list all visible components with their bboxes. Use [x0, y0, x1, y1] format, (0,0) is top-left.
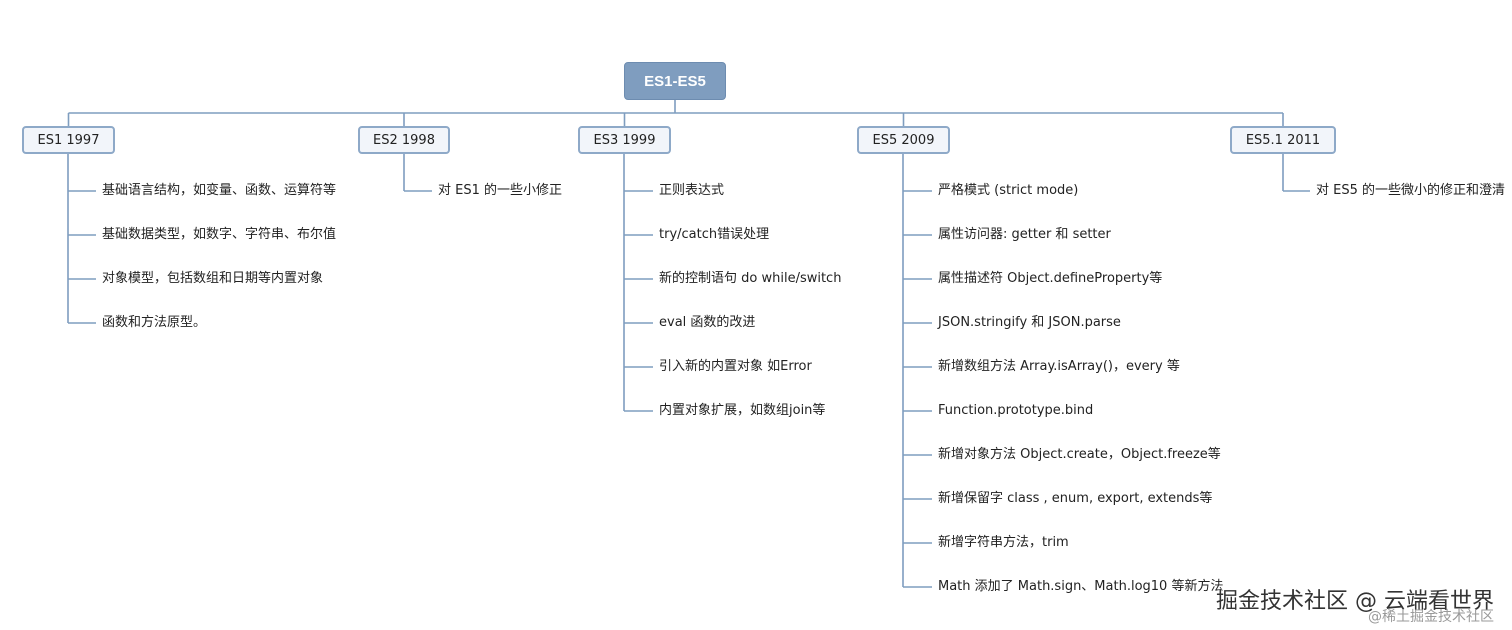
leaf-item-es3-5[interactable]: 引入新的内置对象 如Error	[659, 359, 812, 374]
leaf-item-es5-7[interactable]: 新增对象方法 Object.create，Object.freeze等	[938, 447, 1221, 462]
leaf-item-es5-4[interactable]: JSON.stringify 和 JSON.parse	[938, 315, 1121, 330]
leaf-item-es5-9[interactable]: 新增字符串方法，trim	[938, 535, 1069, 550]
leaf-item-es51-1[interactable]: 对 ES5 的一些微小的修正和澄清	[1316, 183, 1506, 198]
leaf-item-es5-2[interactable]: 属性访问器: getter 和 setter	[938, 227, 1111, 242]
leaf-item-es5-1[interactable]: 严格模式 (strict mode)	[938, 183, 1079, 198]
leaf-item-es1-2[interactable]: 基础数据类型，如数字、字符串、布尔值	[102, 227, 337, 242]
leaf-item-es5-8[interactable]: 新增保留字 class , enum, export, extends等	[938, 491, 1213, 506]
leaf-item-es3-3[interactable]: 新的控制语句 do while/switch	[659, 271, 842, 286]
leaf-item-es3-1[interactable]: 正则表达式	[659, 183, 725, 198]
branch-node-es2[interactable]: ES2 1998	[358, 126, 450, 154]
leaf-item-es3-6[interactable]: 内置对象扩展，如数组join等	[659, 403, 826, 418]
leaf-item-es1-3[interactable]: 对象模型，包括数组和日期等内置对象	[102, 271, 324, 286]
root-node[interactable]: ES1-ES5	[624, 62, 726, 100]
leaf-item-es3-4[interactable]: eval 函数的改进	[659, 315, 756, 330]
leaf-item-es3-2[interactable]: try/catch错误处理	[659, 227, 770, 242]
watermark-subtext: @稀土掘金技术社区	[1368, 609, 1494, 625]
leaf-item-es5-3[interactable]: 属性描述符 Object.defineProperty等	[938, 271, 1163, 286]
leaf-item-es1-4[interactable]: 函数和方法原型。	[102, 315, 207, 330]
branch-node-es3[interactable]: ES3 1999	[578, 126, 671, 154]
branch-node-es1[interactable]: ES1 1997	[22, 126, 115, 154]
leaf-item-es2-1[interactable]: 对 ES1 的一些小修正	[438, 183, 563, 198]
branch-node-es51[interactable]: ES5.1 2011	[1230, 126, 1336, 154]
leaf-item-es5-5[interactable]: 新增数组方法 Array.isArray()，every 等	[938, 359, 1180, 374]
leaf-item-es1-1[interactable]: 基础语言结构，如变量、函数、运算符等	[102, 183, 337, 198]
branch-node-es5[interactable]: ES5 2009	[857, 126, 950, 154]
watermark-text: 掘金技术社区 @ 云端看世界	[1216, 589, 1494, 614]
leaf-item-es5-10[interactable]: Math 添加了 Math.sign、Math.log10 等新方法	[938, 579, 1224, 594]
leaf-item-es5-6[interactable]: Function.prototype.bind	[938, 403, 1094, 418]
